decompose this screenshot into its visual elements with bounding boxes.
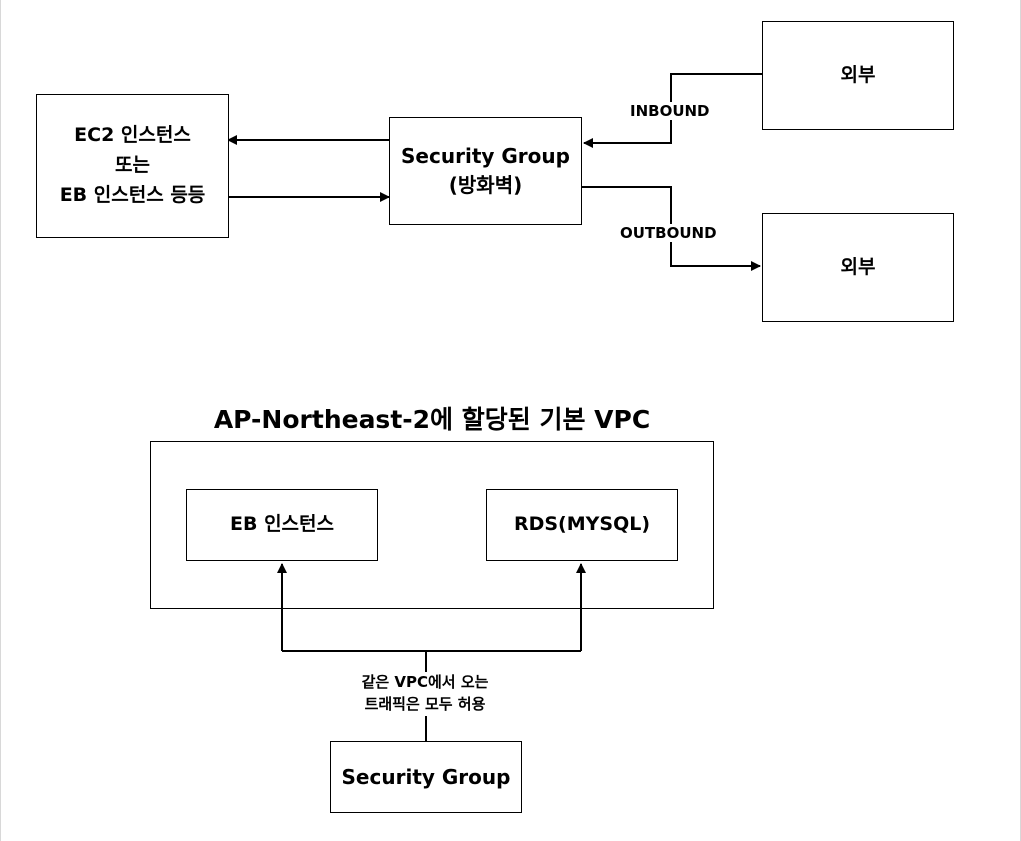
security-group-title: Security Group xyxy=(401,144,570,168)
eb-instance-box: EB 인스턴스 xyxy=(186,489,378,561)
instance-box: EC2 인스턴스 또는 EB 인스턴스 등등 xyxy=(36,94,229,238)
traffic-rule-line-2: 트래픽은 모두 허용 xyxy=(364,694,486,713)
external-box-top: 외부 xyxy=(762,21,954,130)
instance-line-3: EB 인스턴스 등등 xyxy=(59,183,206,206)
traffic-rule-line-1: 같은 VPC에서 오는 xyxy=(361,673,489,691)
instance-line-1: EC2 인스턴스 xyxy=(74,124,191,147)
rds-box: RDS(MYSQL) xyxy=(486,489,678,561)
outbound-label: OUTBOUND xyxy=(618,224,719,242)
canvas-frame-left xyxy=(0,0,1,841)
inbound-label: INBOUND xyxy=(628,102,712,120)
security-group-box: Security Group xyxy=(330,741,522,813)
firewall-subtitle: (방화벽) xyxy=(448,173,523,197)
instance-line-2: 또는 xyxy=(115,154,150,177)
traffic-rule-label: 같은 VPC에서 오는 트래픽은 모두 허용 xyxy=(320,672,530,716)
eb-instance-label: EB 인스턴스 xyxy=(230,513,334,536)
vpc-container xyxy=(150,441,714,609)
external-bottom-label: 외부 xyxy=(840,255,876,278)
external-box-bottom: 외부 xyxy=(762,213,954,322)
security-group-firewall-box: Security Group (방화벽) xyxy=(389,117,582,225)
rds-label: RDS(MYSQL) xyxy=(513,513,651,536)
security-group-label: Security Group xyxy=(341,764,511,789)
external-top-label: 외부 xyxy=(840,63,876,86)
vpc-title: AP-Northeast-2에 할당된 기본 VPC xyxy=(213,405,651,434)
